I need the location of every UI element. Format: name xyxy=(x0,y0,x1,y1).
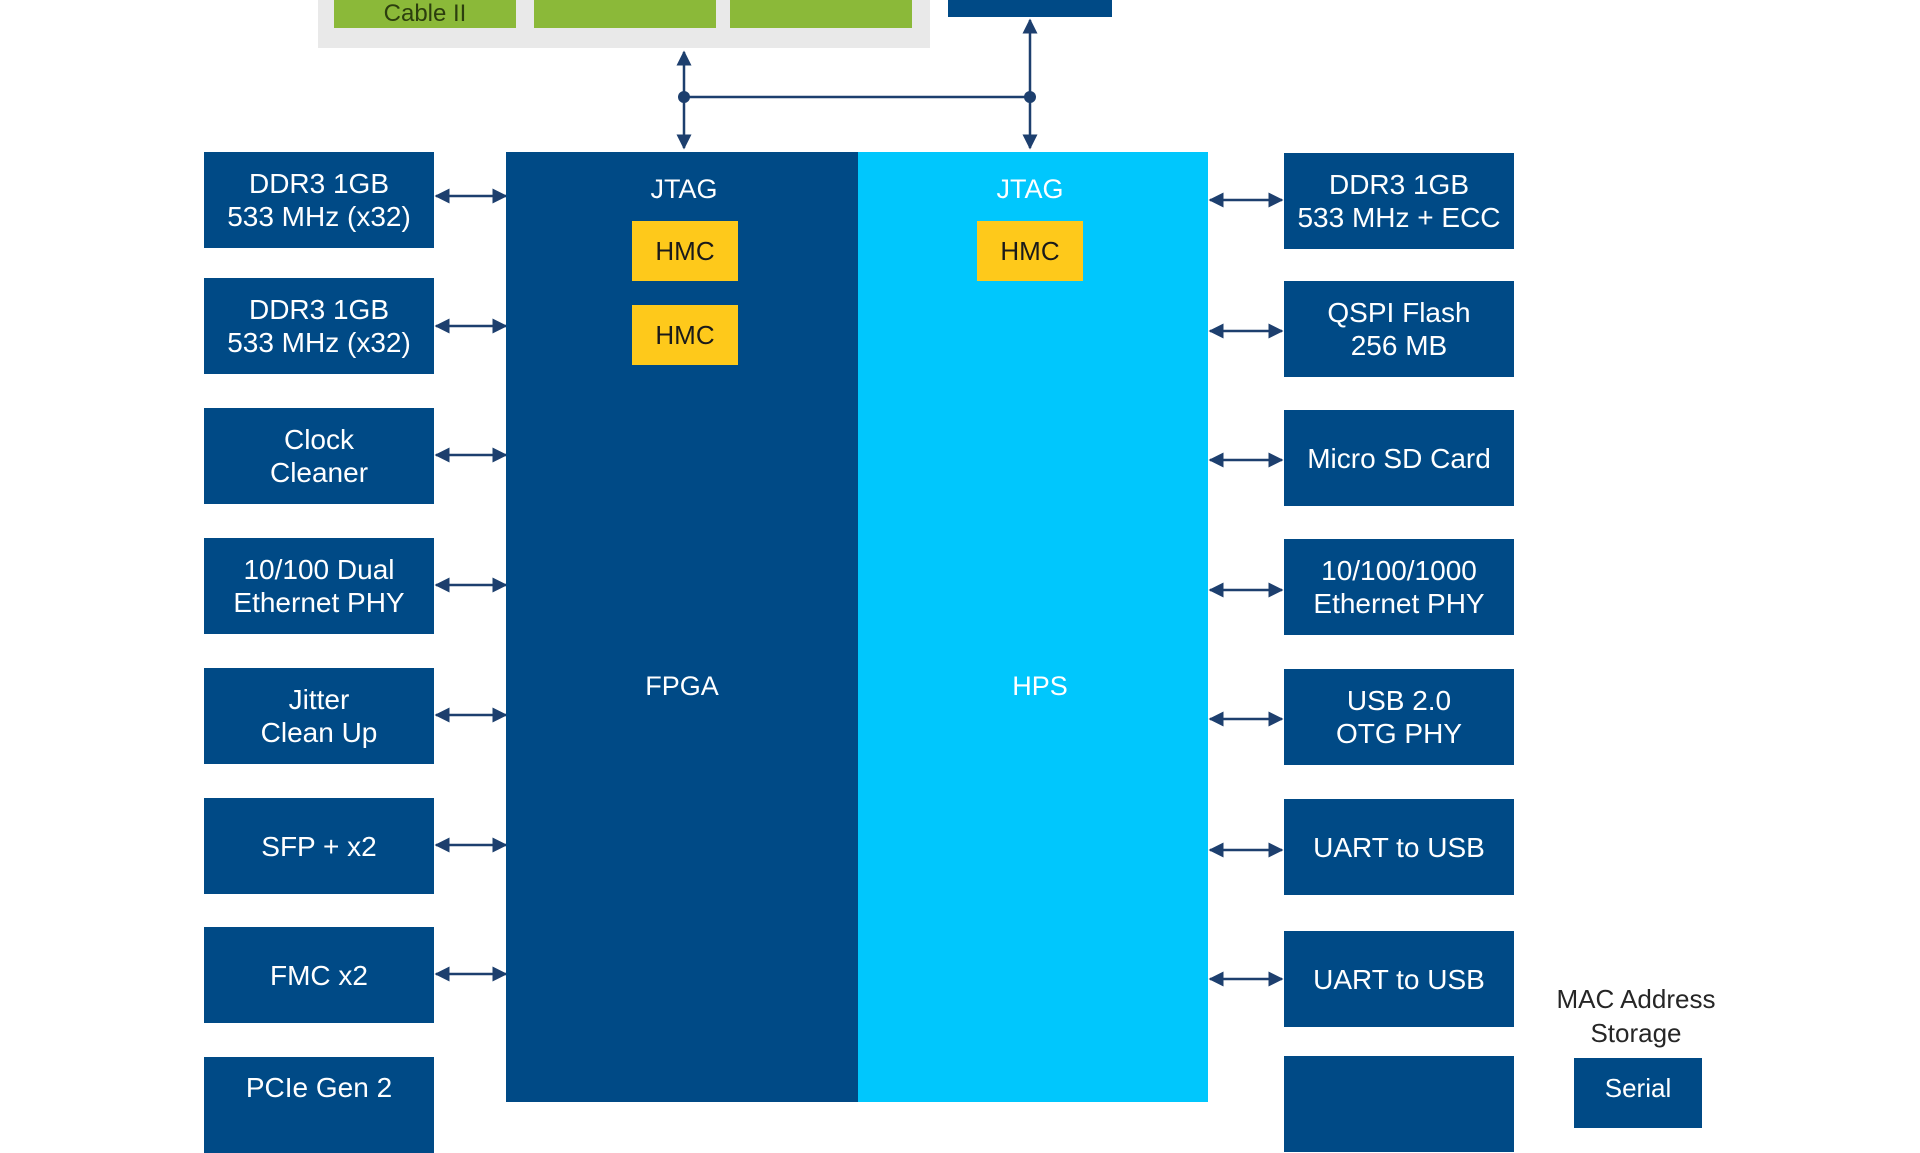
left-periph-jitter: Jitter Clean Up xyxy=(204,668,434,764)
green-block-2 xyxy=(534,0,716,28)
left-periph-ddr3-1: DDR3 1GB 533 MHz (x32) xyxy=(204,152,434,248)
connector-lines xyxy=(434,18,1284,987)
green-block-cable: Cable II xyxy=(334,0,516,28)
right-periph-microsd: Micro SD Card xyxy=(1284,410,1514,506)
green-block-3 xyxy=(730,0,912,28)
fpga-jtag-label: JTAG xyxy=(650,174,718,204)
hps-block xyxy=(858,152,1208,1102)
top-navy-block xyxy=(948,0,1112,17)
block-diagram: Cable II xyxy=(204,0,1716,1153)
fpga-hmc-2: HMC xyxy=(632,305,738,365)
left-periph-sfp: SFP + x2 xyxy=(204,798,434,894)
junction-dot-hps xyxy=(1024,91,1036,103)
hps-jtag-label: JTAG xyxy=(996,174,1064,204)
junction-dot-fpga xyxy=(678,91,690,103)
right-periph-uart-2: UART to USB xyxy=(1284,931,1514,1027)
right-periph-usb-otg: USB 2.0 OTG PHY xyxy=(1284,669,1514,765)
hps-label: HPS xyxy=(1012,671,1068,701)
left-periph-ethernet: 10/100 Dual Ethernet PHY xyxy=(204,538,434,634)
left-periph-clock-cleaner: Clock Cleaner xyxy=(204,408,434,504)
fpga-block xyxy=(506,152,858,1102)
right-periph-ddr3-ecc: DDR3 1GB 533 MHz + ECC xyxy=(1284,153,1514,249)
left-periph-ddr3-2: DDR3 1GB 533 MHz (x32) xyxy=(204,278,434,374)
left-periph-fmc: FMC x2 xyxy=(204,927,434,1023)
right-periph-qspi: QSPI Flash 256 MB xyxy=(1284,281,1514,377)
left-periph-pcie: PCIe Gen 2 xyxy=(204,1057,434,1153)
right-periph-gbe: 10/100/1000 Ethernet PHY xyxy=(1284,539,1514,635)
right-periph-cutoff xyxy=(1284,1056,1514,1152)
hps-hmc: HMC xyxy=(977,221,1083,281)
serial-block: Serial xyxy=(1574,1058,1702,1128)
right-periph-uart-1: UART to USB xyxy=(1284,799,1514,895)
fpga-label: FPGA xyxy=(645,671,719,701)
fpga-hmc-1: HMC xyxy=(632,221,738,281)
mac-address-label: MAC Address Storage xyxy=(1556,984,1716,1048)
green-block-label: Cable II xyxy=(383,0,467,27)
